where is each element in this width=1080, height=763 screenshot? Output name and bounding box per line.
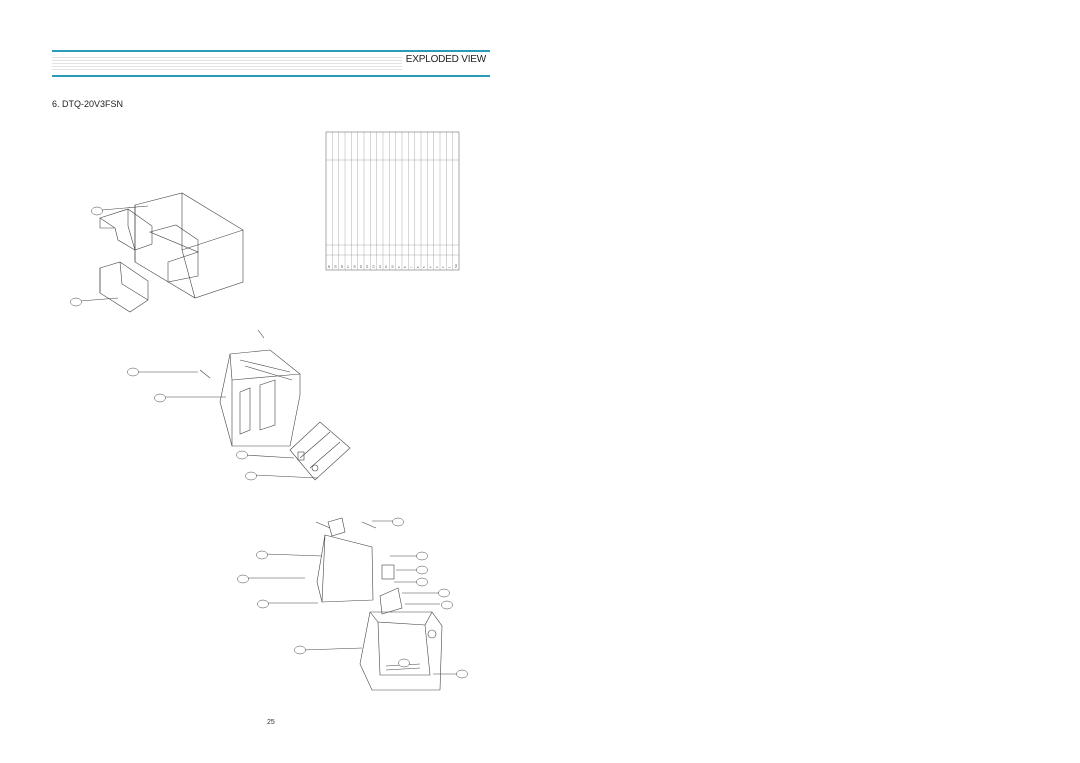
header-fill-rule — [52, 63, 403, 64]
header-fill-rule — [52, 69, 403, 70]
table-cell: 20 — [327, 265, 331, 268]
table-cell: 15 — [359, 265, 363, 268]
table-cell: 11 — [384, 265, 388, 268]
table-cell: 1 — [448, 266, 452, 268]
header-band: EXPLODED VIEW — [52, 50, 490, 77]
cabinet-screws-top — [199, 329, 377, 529]
crt-boards — [379, 564, 403, 615]
table-cell: 8 — [403, 266, 407, 268]
header-fill-rule — [52, 57, 403, 58]
table-cell: 9 — [397, 266, 401, 268]
header-fill-rule — [52, 66, 403, 67]
header-top-rule — [52, 50, 490, 52]
callout-bubble — [456, 669, 468, 679]
table-cell: 4 — [429, 266, 433, 268]
table-cell: 17 — [346, 265, 350, 268]
callout-bubble — [91, 206, 103, 216]
header-fill-rule — [52, 60, 403, 61]
back-cover — [219, 349, 301, 447]
packing-carton — [134, 192, 244, 299]
callout-bubble — [257, 599, 269, 609]
table-cell: 7 — [410, 266, 414, 268]
packing-cushion-top — [99, 208, 153, 251]
callout-bubble — [398, 658, 410, 668]
packing-cushion-bottom — [99, 261, 149, 313]
callout-bubble — [441, 600, 453, 610]
callout-bubble — [70, 297, 82, 307]
header-bottom-rule — [52, 75, 490, 77]
callout-bubble — [154, 393, 166, 403]
page-number: 25 — [267, 719, 275, 726]
callout-bubble — [294, 645, 306, 655]
leader-lines — [79, 205, 459, 675]
table-cell: 12 — [378, 265, 382, 268]
model-title: 6. DTQ-20V3FSN — [52, 99, 124, 109]
callout-bubble — [127, 367, 139, 377]
crt-tube — [316, 517, 374, 603]
table-cell: 6 — [416, 266, 420, 268]
table-cell: 2 — [441, 266, 445, 268]
callout-bubble — [416, 565, 428, 575]
table-cell: 16 — [353, 265, 357, 268]
callout-bubble — [416, 551, 428, 561]
table-cell: 18 — [340, 265, 344, 268]
front-cabinet — [359, 611, 443, 691]
table-cell: 14 — [365, 265, 369, 268]
table-cell: 19 — [334, 265, 338, 268]
table-cell: 10 — [391, 265, 395, 268]
table-cell: 3 — [435, 266, 439, 268]
callout-bubble — [438, 588, 450, 598]
callout-group — [70, 206, 468, 679]
section-title: EXPLODED VIEW — [405, 54, 486, 65]
callout-bubble — [256, 550, 268, 560]
table-frame — [325, 131, 460, 271]
main-pcb — [289, 421, 351, 481]
callout-bubble — [237, 574, 249, 584]
table-cell: 13 — [372, 265, 376, 268]
table-cell: 5 — [422, 266, 426, 268]
table-cell: NO — [454, 264, 458, 268]
callout-bubble — [245, 471, 257, 481]
callout-bubble — [392, 517, 404, 527]
callout-bubble — [236, 450, 248, 460]
callout-bubble — [416, 577, 428, 587]
